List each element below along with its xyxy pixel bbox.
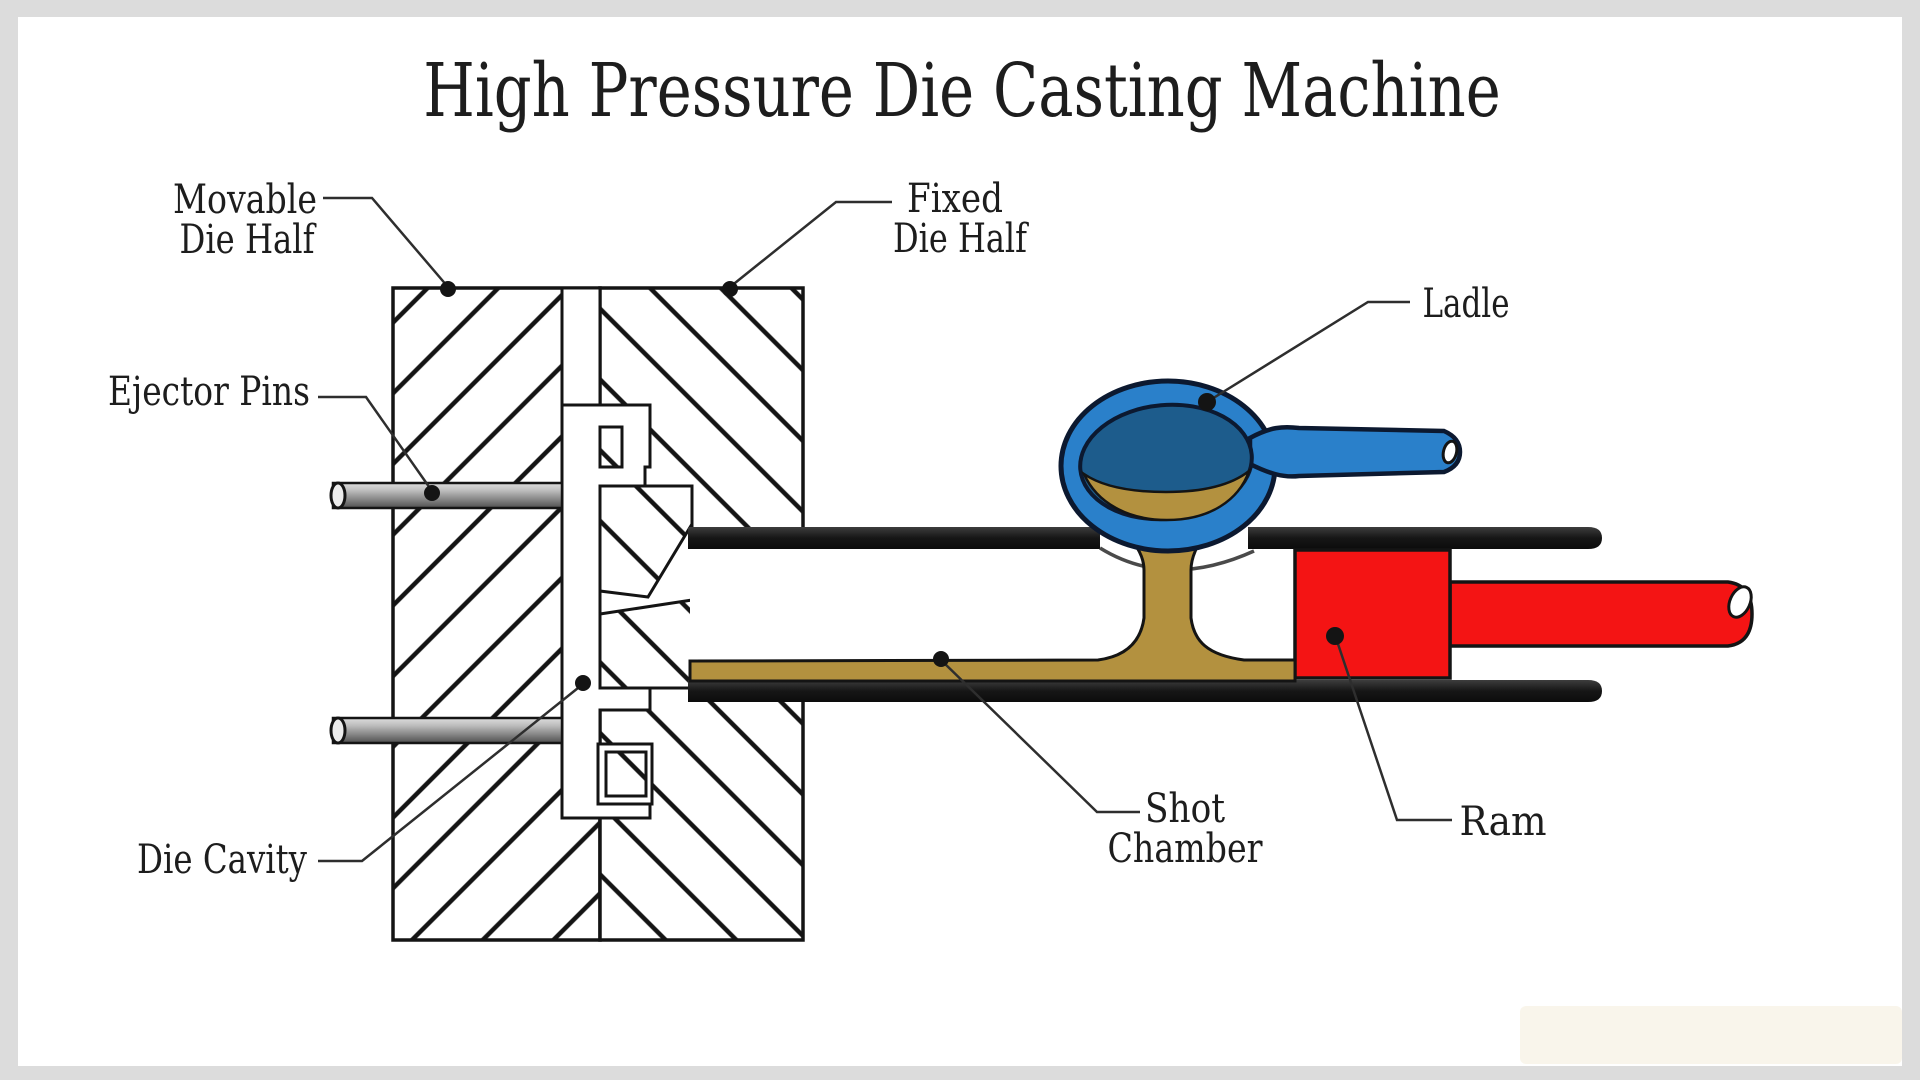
dot-movable-die-half: [440, 281, 456, 297]
ladle-handle-end-hole: [1441, 439, 1459, 465]
leader-lines: [318, 196, 1452, 863]
cavity-core-bottom: [604, 750, 648, 798]
watermark-tint: [1520, 1006, 1902, 1064]
ejector-pins-group: [329, 481, 564, 745]
label-fixed-die-half-line1: Fixed: [907, 176, 1003, 222]
cavity-core-top: [598, 425, 624, 469]
label-ejector-pins: Ejector Pins: [108, 369, 310, 415]
title-group: High Pressure Die Casting Machine: [423, 48, 1501, 134]
dot-ram: [1326, 627, 1344, 645]
dot-fixed-die-half: [722, 281, 738, 297]
shot-chamber-wall-top-right: [1248, 527, 1602, 549]
leader-shot-chamber: [940, 659, 1140, 814]
ladle-handle: [1247, 424, 1463, 479]
label-shot-chamber-line2: Chamber: [1108, 826, 1264, 872]
label-movable-die-half-line1: Movable: [173, 177, 317, 223]
label-die-cavity: Die Cavity: [137, 837, 307, 883]
ejector-pin-upper-end-cap: [329, 481, 347, 510]
ram-rod-end-notch: [1727, 585, 1753, 619]
shot-chamber-wall-bottom: [688, 680, 1602, 702]
label-ram: Ram: [1460, 799, 1547, 845]
label-shot-chamber-line1: Shot: [1145, 786, 1225, 832]
dot-shot-chamber: [933, 651, 949, 667]
leader-ejector-pins: [318, 395, 434, 492]
dot-die-cavity: [575, 675, 591, 691]
label-fixed-die-half-line2: Die Half: [893, 216, 1030, 262]
ram-piston-rod: [1448, 580, 1754, 648]
molten-metal-in-ladle: [1081, 467, 1252, 522]
ejector-pin-lower-end-cap: [329, 716, 347, 745]
fixed-die-protrusion-upper: [598, 484, 694, 599]
leader-movable-die-half: [323, 196, 449, 288]
ejector-pin-lower: [331, 716, 564, 745]
callout-dots: [424, 281, 1344, 691]
leader-ladle: [1206, 300, 1410, 404]
dot-ejector-pins: [424, 485, 440, 501]
page-title: High Pressure Die Casting Machine: [423, 48, 1501, 134]
label-movable-die-half-line2: Die Half: [180, 217, 318, 263]
ladle-group: [1058, 378, 1463, 554]
ejector-pin-upper: [331, 481, 564, 510]
fixed-die-protrusion-lower: [598, 598, 694, 690]
shot-chamber-wall-top-left: [688, 527, 1100, 549]
label-ladle: Ladle: [1423, 281, 1510, 327]
leader-ram: [1334, 637, 1452, 822]
ram-body: [1293, 548, 1452, 680]
dot-ladle: [1198, 393, 1216, 411]
leader-fixed-die-half: [729, 200, 892, 288]
leader-die-cavity: [318, 683, 584, 863]
shot-chamber-bore: [690, 549, 805, 680]
